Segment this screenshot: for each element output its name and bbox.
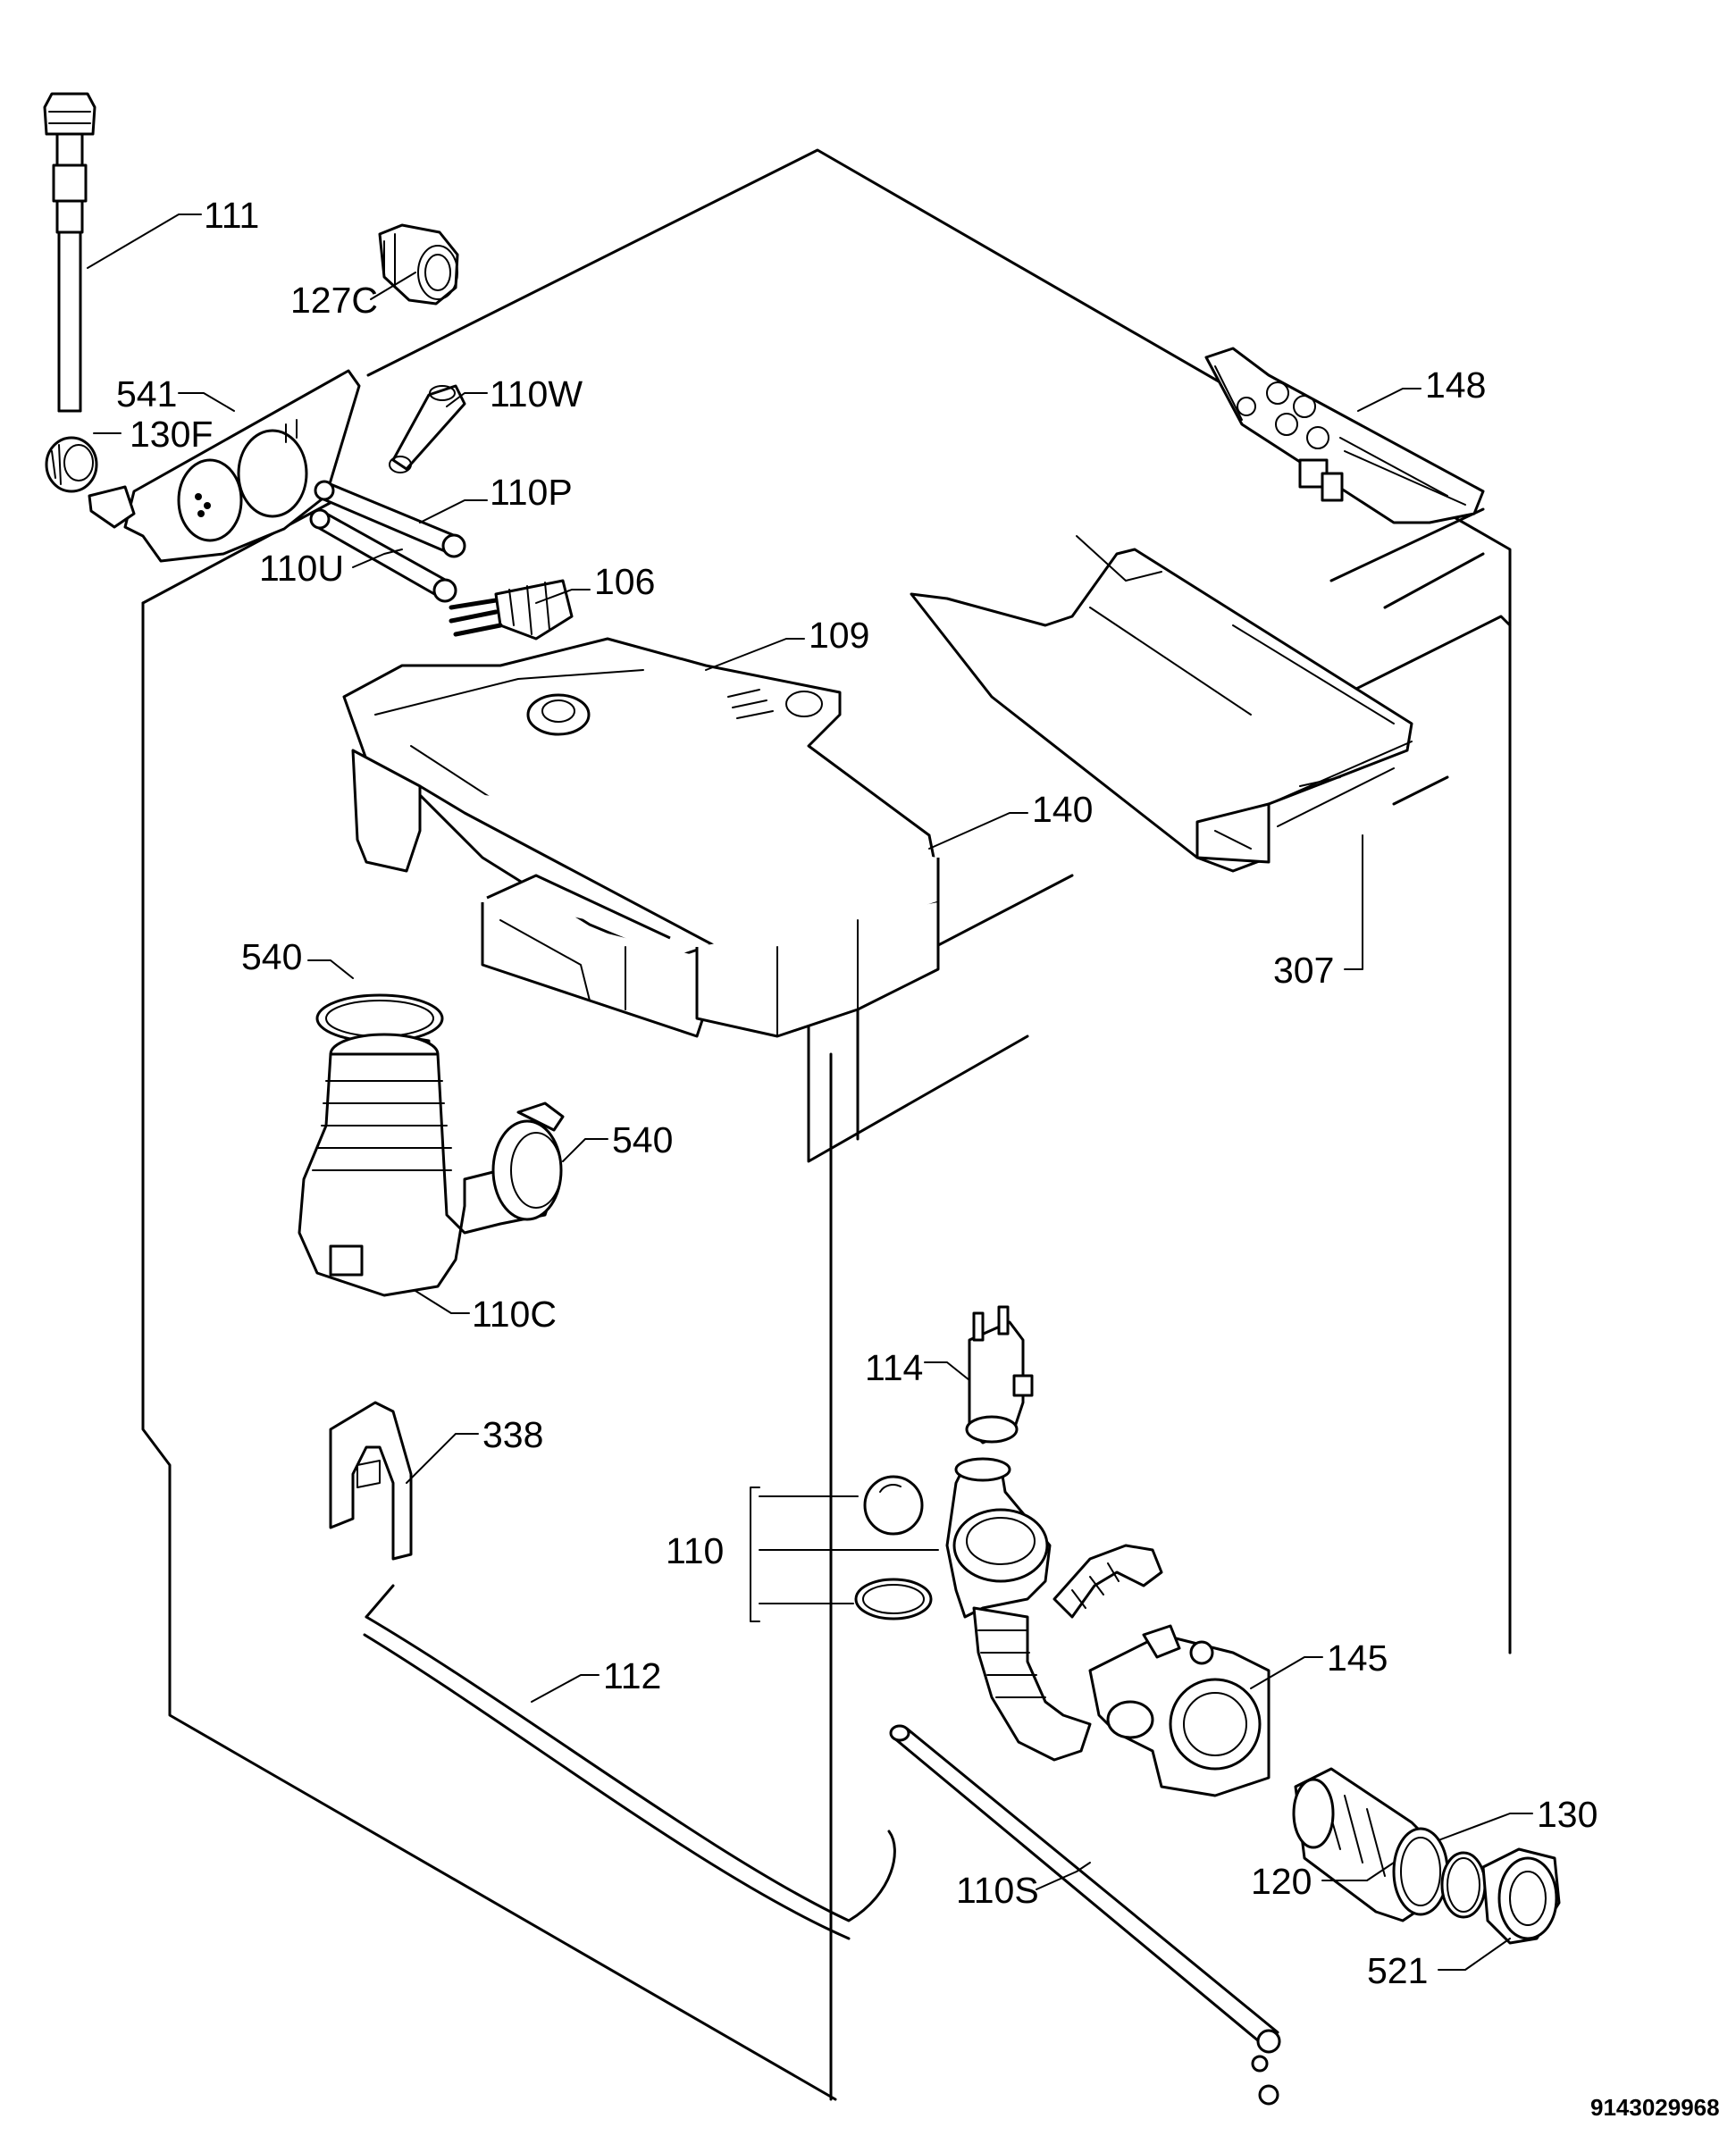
hose-110W: [389, 384, 466, 473]
filter-cap-521: [1481, 1847, 1561, 1945]
inlet-hose-111: [43, 92, 96, 413]
label-541: 541: [116, 373, 177, 415]
leader-lines: [87, 214, 1533, 1971]
label-127C: 127C: [290, 280, 378, 321]
document-code: 9143029968: [1590, 2094, 1720, 2121]
u-clip-338: [329, 1401, 413, 1561]
fitting-127C: [378, 223, 459, 306]
label-540-top: 540: [241, 936, 302, 977]
gasket-130: [1440, 1851, 1487, 1919]
part-labels: 111 127C 541 130F 110W 110P 110U 106 109…: [116, 195, 1598, 1991]
label-120: 120: [1251, 1861, 1312, 1902]
label-110S: 110S: [956, 1870, 1039, 1911]
bracket-541: [88, 369, 361, 563]
tube-110S: [889, 1724, 1281, 2106]
label-112: 112: [603, 1655, 661, 1696]
label-106: 106: [594, 561, 655, 602]
panel-cover-148: [1204, 347, 1485, 524]
label-338: 338: [482, 1414, 543, 1455]
label-307: 307: [1273, 950, 1334, 991]
pump-group-110: [854, 1457, 1163, 1762]
label-109: 109: [809, 615, 869, 656]
label-521: 521: [1367, 1950, 1428, 1991]
filter-120: [1292, 1767, 1449, 1922]
label-114: 114: [865, 1347, 923, 1388]
valve-106: [449, 579, 574, 641]
dispenser-housing-109-140: [342, 637, 940, 1038]
sump-hose-110C: [298, 1033, 565, 1297]
label-140: 140: [1032, 789, 1093, 830]
filter-nut-130F: [45, 436, 98, 493]
label-148: 148: [1425, 364, 1486, 406]
detergent-drawer-307: [910, 535, 1413, 873]
switch-114: [965, 1305, 1034, 1445]
label-110U: 110U: [259, 548, 344, 589]
cabinet-outline: [141, 148, 1512, 2101]
label-110: 110: [666, 1530, 724, 1571]
label-130F: 130F: [130, 414, 213, 455]
label-540-side: 540: [612, 1119, 673, 1160]
label-110P: 110P: [490, 472, 573, 513]
label-145: 145: [1327, 1637, 1388, 1679]
label-110W: 110W: [490, 373, 583, 415]
label-130: 130: [1537, 1794, 1598, 1835]
pump-145: [1088, 1624, 1271, 1797]
label-111: 111: [204, 195, 259, 236]
label-110C: 110C: [472, 1294, 557, 1335]
